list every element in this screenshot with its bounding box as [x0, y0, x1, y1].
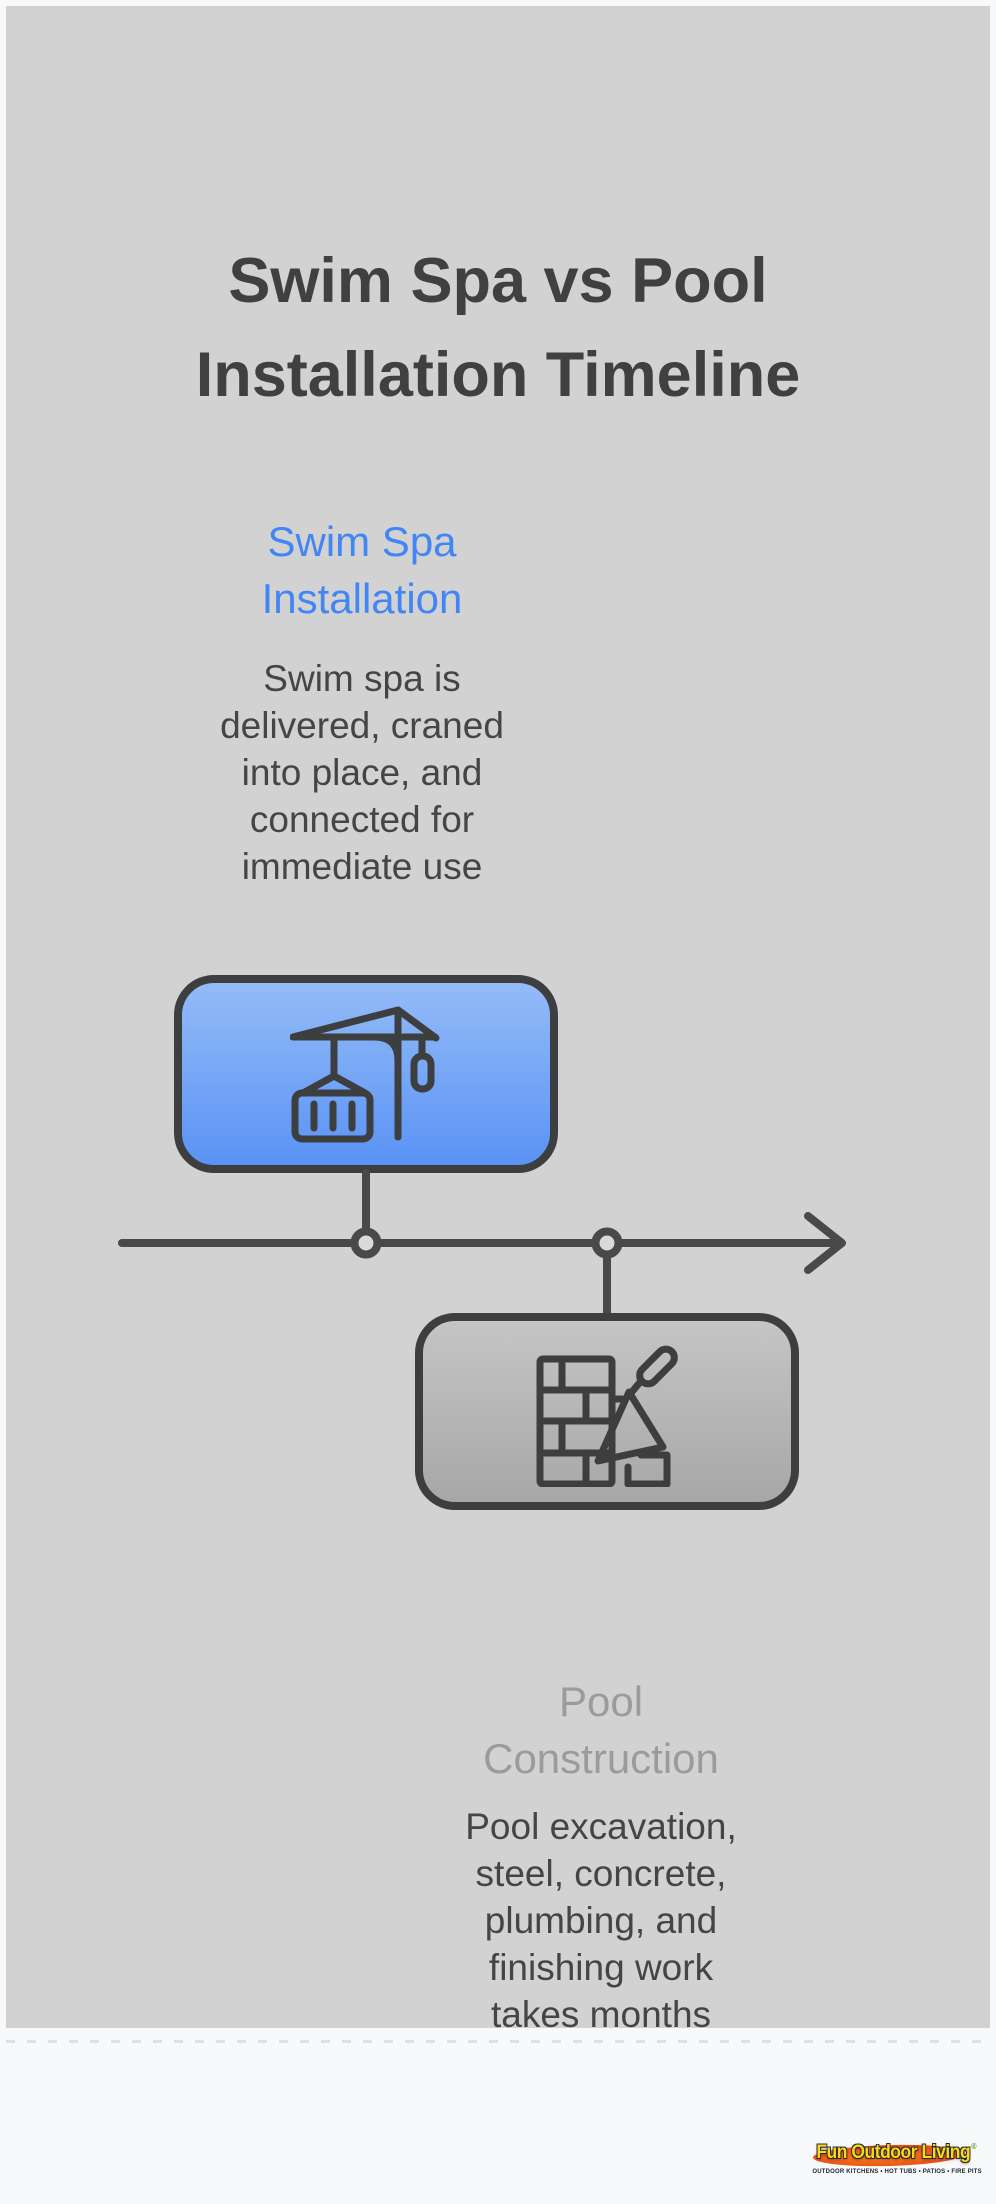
- pool-construction-description-line: steel, concrete,: [475, 1853, 727, 1894]
- registered-trademark-icon: ®: [971, 2142, 977, 2151]
- swim-spa-description: Swim spa is delivered, craned into place…: [130, 655, 594, 890]
- infographic-panel: Swim Spa vs Pool Installation Timeline S…: [6, 6, 990, 2035]
- swim-spa-description-line: Swim spa is: [263, 658, 461, 699]
- pool-construction-heading-line-1: Pool: [558, 1677, 644, 1725]
- swim-spa-heading-line-2: Installation: [261, 574, 463, 622]
- logo-brand-name: Fun Outdoor Living: [816, 2142, 971, 2163]
- pool-timeline-node: [591, 1227, 623, 1259]
- perforation-divider: [6, 2040, 990, 2043]
- swim-spa-description-line: connected for: [249, 799, 475, 840]
- swim-spa-milestone-box: [174, 975, 558, 1173]
- bricklaying-trowel-icon: [532, 1337, 682, 1487]
- pool-construction-heading: Pool Construction: [369, 1673, 833, 1787]
- pool-construction-description-line: takes months: [490, 1994, 712, 2035]
- pool-construction-heading-line-2: Construction: [483, 1734, 719, 1782]
- page-title: Swim Spa vs Pool Installation Timeline: [6, 234, 990, 422]
- timeline-arrowhead: [804, 1212, 846, 1274]
- swim-spa-heading: Swim Spa Installation: [130, 513, 594, 627]
- pool-construction-description-line: plumbing, and: [484, 1900, 718, 1941]
- page-title-line-2: Installation Timeline: [195, 340, 801, 411]
- logo-brand-text: Fun Outdoor Living®: [816, 2142, 976, 2164]
- swim-spa-timeline-node: [350, 1227, 382, 1259]
- tower-crane-icon: [290, 1004, 442, 1144]
- fun-outdoor-living-logo: Fun Outdoor Living® OUTDOOR KITCHENS • H…: [810, 2136, 982, 2184]
- swim-spa-heading-line-1: Swim Spa: [267, 517, 457, 565]
- pool-construction-description: Pool excavation, steel, concrete, plumbi…: [369, 1803, 833, 2038]
- page-title-line-1: Swim Spa vs Pool: [228, 246, 768, 317]
- logo-tagline: OUTDOOR KITCHENS • HOT TUBS • PATIOS • F…: [812, 2168, 982, 2175]
- pool-construction-description-line: Pool excavation,: [465, 1806, 737, 1847]
- pool-construction-description-line: finishing work: [488, 1947, 714, 1988]
- swim-spa-description-line: into place, and: [241, 752, 483, 793]
- swim-spa-description-line: delivered, craned: [220, 705, 504, 746]
- pool-milestone-box: [415, 1313, 799, 1510]
- swim-spa-description-line: immediate use: [241, 846, 483, 887]
